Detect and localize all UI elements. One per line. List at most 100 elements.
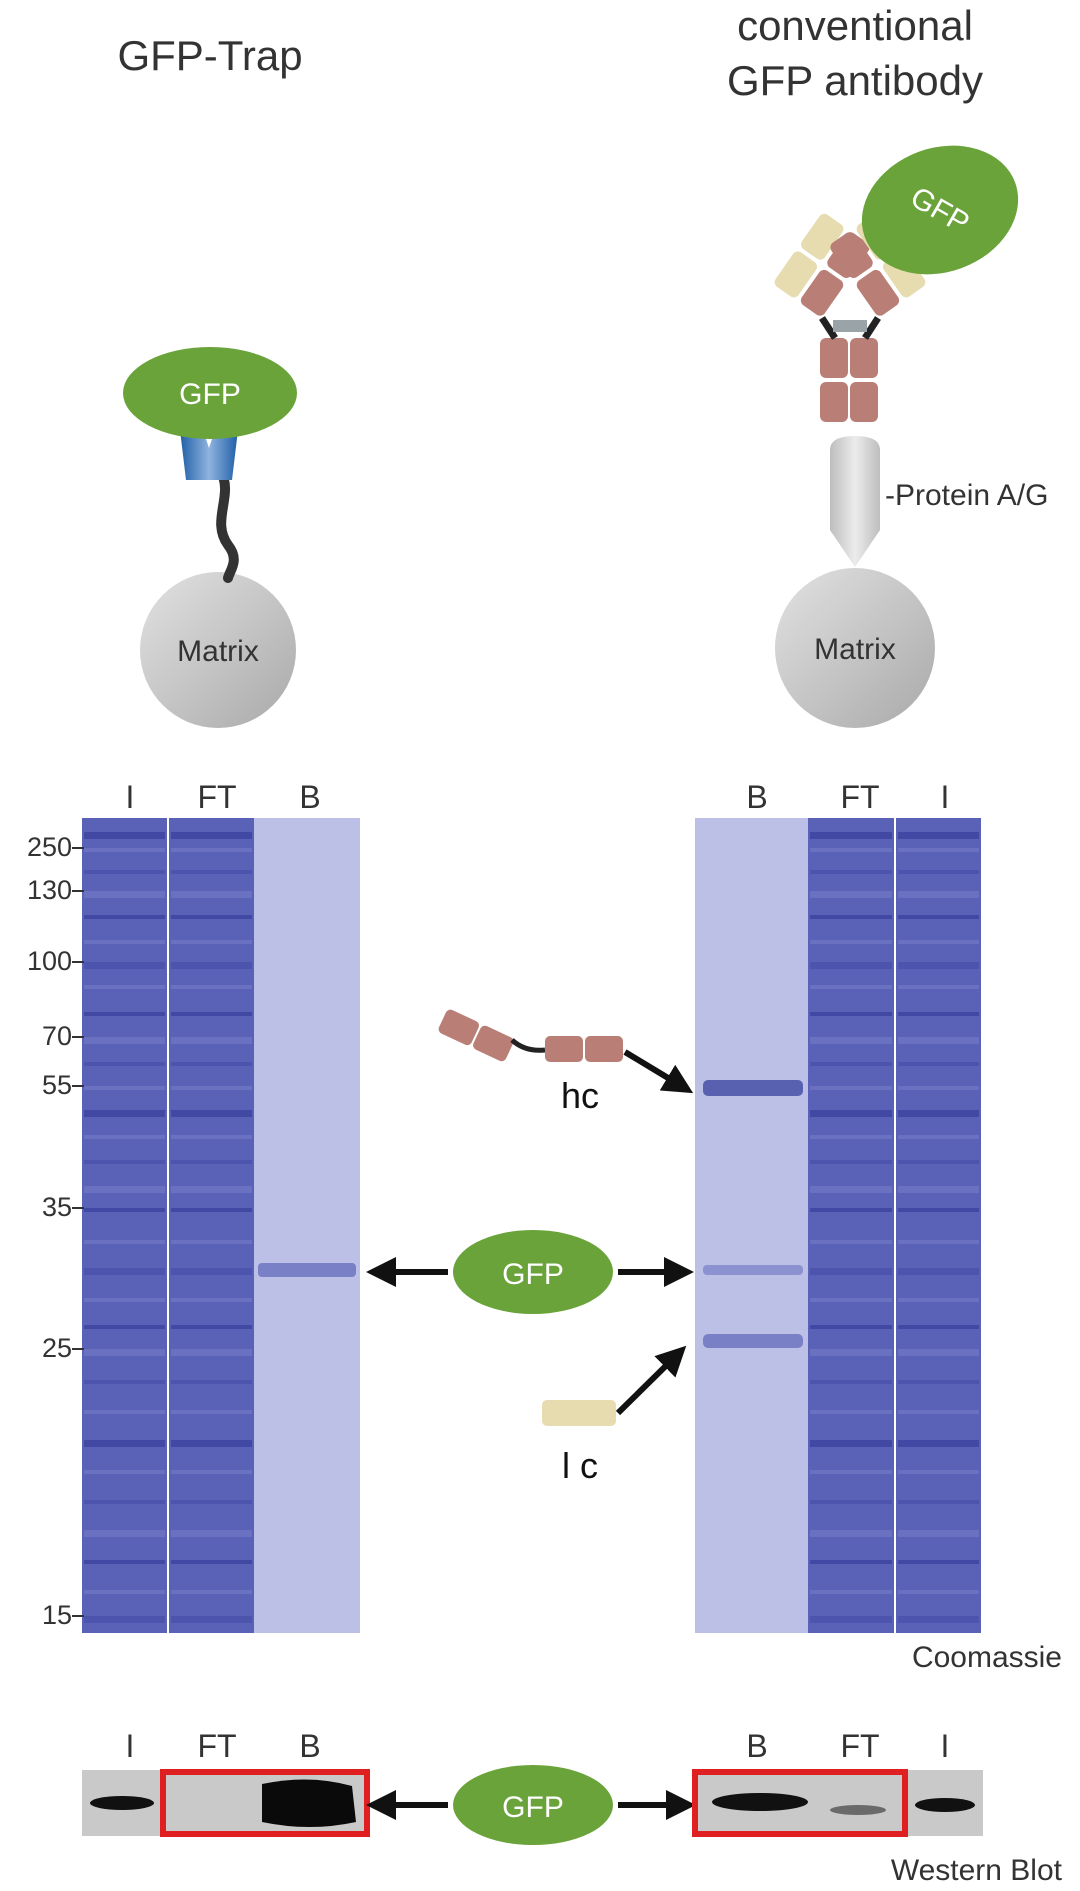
gel-band (84, 1086, 165, 1090)
gel-band (171, 915, 252, 919)
gel-band (810, 848, 892, 852)
western-lane-labels-right: B FT I (746, 1728, 949, 1764)
gel-band (84, 1012, 165, 1016)
gel-band (171, 1349, 252, 1356)
gel-band (898, 1440, 979, 1447)
gel-band (810, 1110, 892, 1117)
gel-band (898, 1349, 979, 1356)
gel-lane-bound-left (254, 818, 360, 1633)
coomassie-label: Coomassie (912, 1641, 1062, 1674)
gel-band (810, 1086, 892, 1090)
antibody-fc (820, 338, 878, 422)
gel-band (810, 940, 892, 944)
lane-labels-left: I FT B (126, 779, 321, 815)
lc-label: l c (562, 1445, 598, 1486)
blot-band-bound-left (262, 1779, 356, 1827)
matrix-label-left: Matrix (177, 635, 259, 668)
gel-band (898, 1186, 979, 1193)
gel-band (898, 1590, 979, 1594)
gel-band (898, 1110, 979, 1117)
gel-band (171, 1470, 252, 1474)
lane-label: I (941, 1728, 950, 1764)
gel-band (171, 1160, 252, 1164)
gel-band (810, 1037, 892, 1044)
gel-band (810, 1240, 892, 1244)
gel-band (898, 962, 979, 969)
mw-label: 25 (42, 1333, 72, 1363)
gel-bands-left (84, 832, 252, 1623)
gel-band (898, 1500, 979, 1504)
blot-band-input-left (90, 1796, 154, 1810)
gel-band (810, 1268, 892, 1275)
gel-band (171, 1086, 252, 1090)
gel-band (84, 1410, 165, 1414)
gel-band (810, 1616, 892, 1623)
gel-band (171, 940, 252, 944)
gfp-label-western: GFP (502, 1791, 564, 1824)
gel-band (810, 1012, 892, 1016)
lane-label: B (299, 779, 320, 815)
gel-band (171, 832, 252, 839)
gel-band (171, 1616, 252, 1623)
gel-band (810, 1410, 892, 1414)
mw-label: 55 (42, 1070, 72, 1100)
gel-band (810, 1470, 892, 1474)
coomassie-gel-right (695, 818, 981, 1633)
gel-lane-bound-right (695, 818, 808, 1633)
mw-label: 250 (27, 832, 72, 862)
hc-label: hc (561, 1075, 599, 1116)
gel-band (810, 1380, 892, 1384)
linker-left (215, 465, 239, 583)
gel-band (898, 848, 979, 852)
gfp-western-annotation: GFP (366, 1765, 696, 1845)
gel-lane-flowthrough-left (169, 818, 254, 1633)
gel-band (171, 1380, 252, 1384)
gel-band (84, 848, 165, 852)
gel-lane-input-right (896, 818, 981, 1633)
gel-band (810, 1160, 892, 1164)
gel-band (84, 870, 165, 874)
conventional-antibody-construct: Matrix -Protein A/G GFP (774, 145, 1048, 728)
gel-band (810, 832, 892, 839)
gel-band (898, 1240, 979, 1244)
hinge-bridge (833, 320, 867, 332)
gel-band (898, 1560, 979, 1564)
gel-band (171, 962, 252, 969)
gel-band (810, 891, 892, 898)
gel-band (810, 1500, 892, 1504)
gel-band (810, 1208, 892, 1212)
lane-label: B (746, 779, 767, 815)
gel-band (84, 1500, 165, 1504)
gel-band (84, 1440, 165, 1447)
gel-band (810, 1298, 892, 1302)
gel-band (898, 1410, 979, 1414)
gel-band (171, 1208, 252, 1212)
gel-lane-input-left (82, 818, 167, 1633)
gel-band (810, 1349, 892, 1356)
gel-band (84, 1380, 165, 1384)
gel-band (84, 940, 165, 944)
blot-band-flowthrough-right (830, 1805, 886, 1815)
gel-band (84, 1560, 165, 1564)
gel-band (171, 985, 252, 989)
gel-band (898, 1268, 979, 1275)
gfp-ellipse-western (453, 1765, 613, 1845)
gel-band (810, 1560, 892, 1564)
gel-band (171, 1240, 252, 1244)
gel-lane-flowthrough-right (808, 818, 894, 1633)
gel-band (810, 1135, 892, 1139)
gel-band (84, 1470, 165, 1474)
gel-band (171, 1325, 252, 1329)
gel-band (171, 1186, 252, 1193)
gel-band (898, 891, 979, 898)
heavy-chain-band (703, 1080, 803, 1096)
lane-label: FT (197, 779, 236, 815)
gel-band (84, 1616, 165, 1623)
gel-band (84, 1037, 165, 1044)
coomassie-gel-left (82, 818, 360, 1633)
gel-band (810, 985, 892, 989)
gel-band (84, 1062, 165, 1066)
right-title-line1: conventional (737, 2, 973, 49)
gfp-ellipse-left (123, 347, 297, 439)
